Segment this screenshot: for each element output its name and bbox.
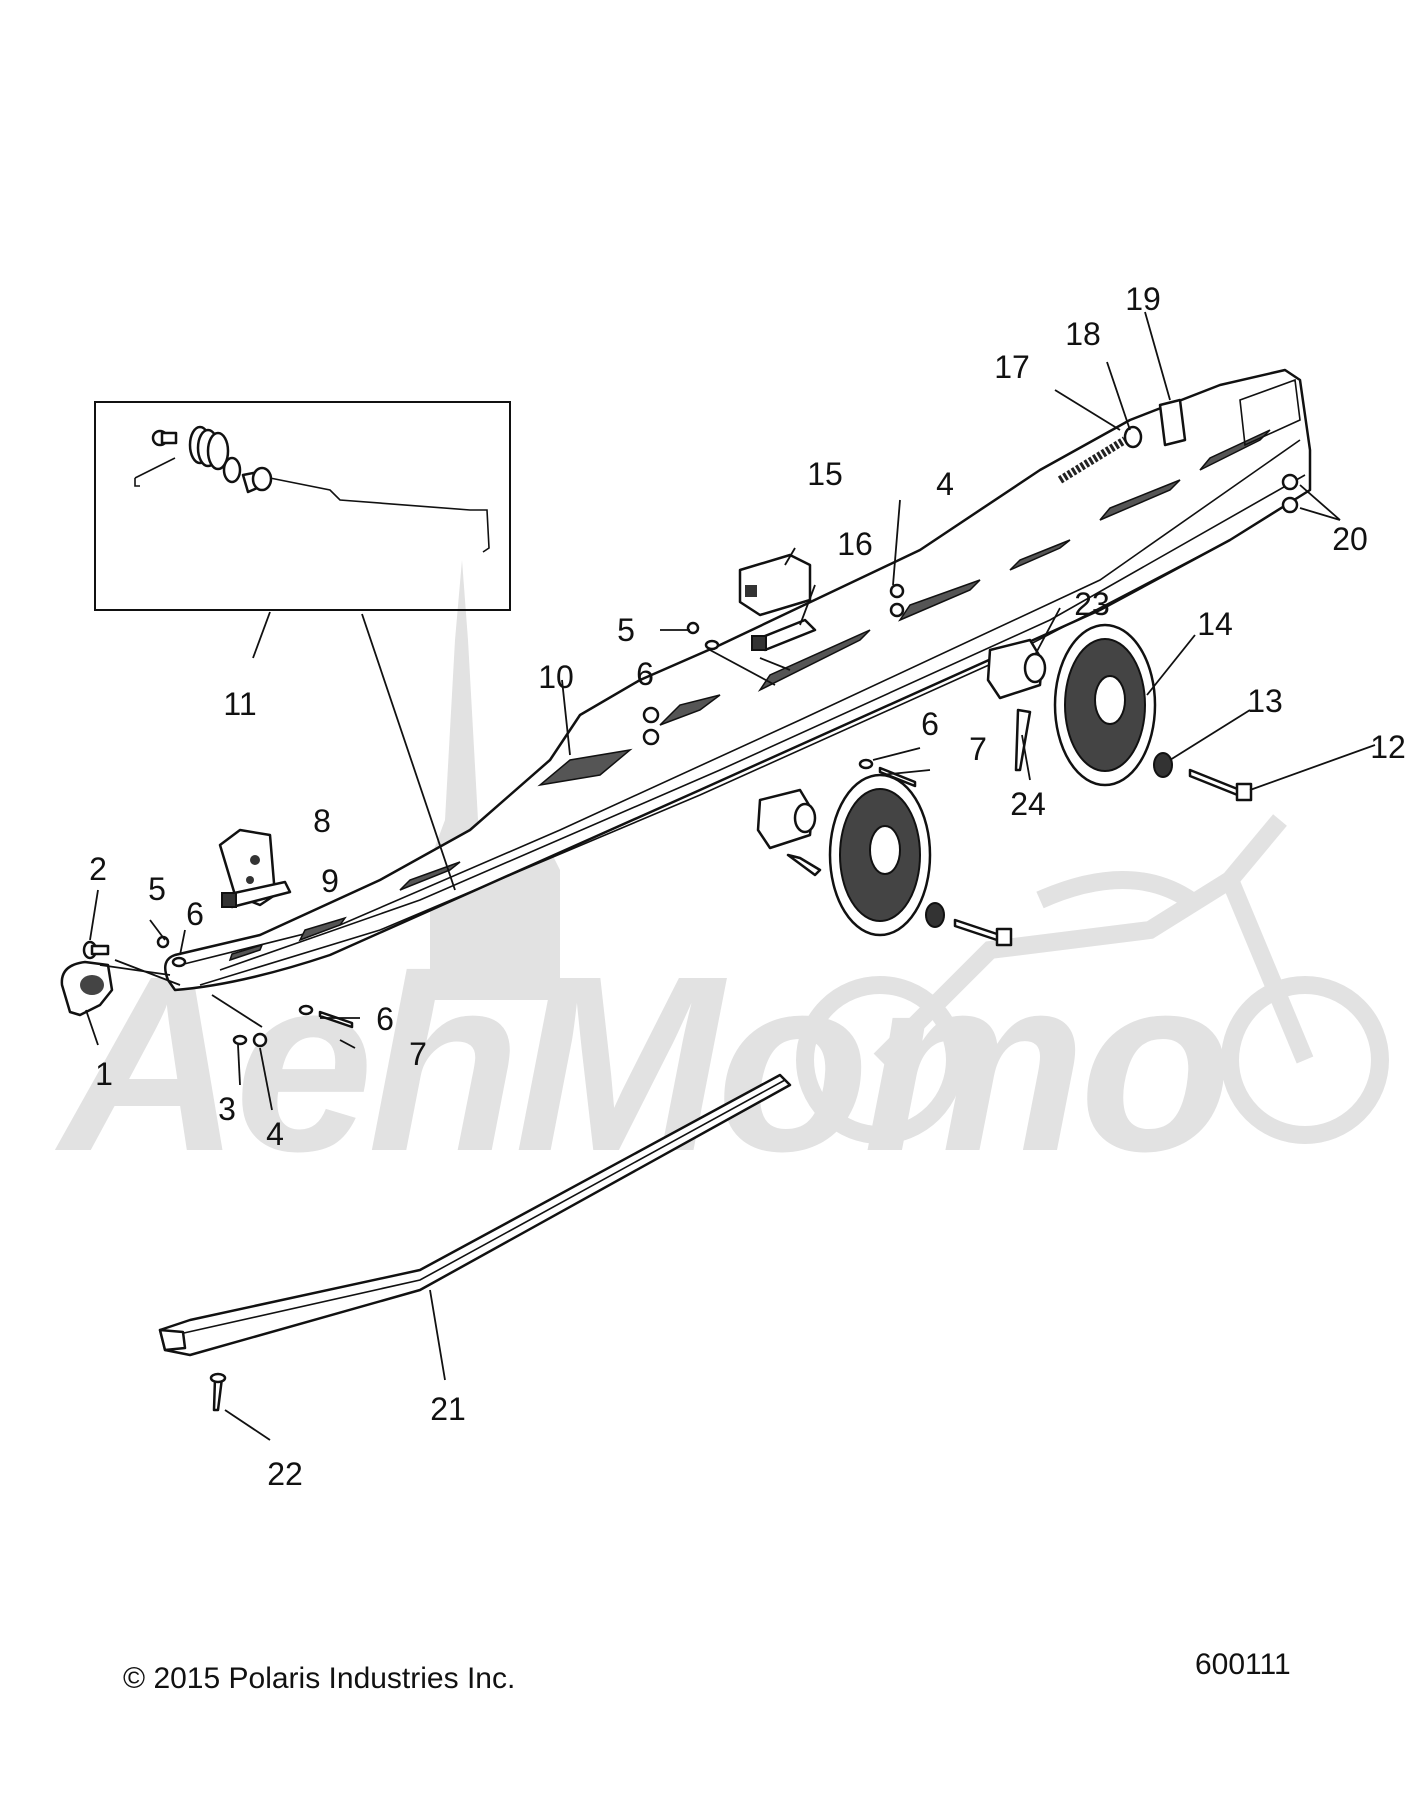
callout-12: 12 xyxy=(1370,729,1406,765)
bolt-2 xyxy=(82,940,110,960)
drawing-number: 600111 xyxy=(1195,1648,1291,1681)
watermark-motorcycle xyxy=(796,814,1389,1144)
callout-3: 3 xyxy=(218,1091,236,1127)
callout-14: 14 xyxy=(1197,606,1233,642)
callout-9: 9 xyxy=(321,863,339,899)
callout-13: 13 xyxy=(1247,683,1283,719)
callout-5-lower: 5 xyxy=(148,871,166,907)
copyright-notice: © 2015 Polaris Industries Inc. xyxy=(123,1662,516,1695)
callout-20: 20 xyxy=(1332,521,1368,557)
callout-11: 11 xyxy=(223,686,256,722)
callouts: 1 2 3 4 4 5 5 6 6 6 6 7 7 8 9 10 11 12 1… xyxy=(89,281,1406,1492)
inset-box xyxy=(94,401,511,611)
wheel-lower xyxy=(828,773,932,937)
spacer-lower xyxy=(756,788,817,850)
callout-24: 24 xyxy=(1010,786,1046,822)
callout-1: 1 xyxy=(95,1056,113,1092)
bracket-19 xyxy=(1158,398,1187,447)
callout-6-lower-left: 6 xyxy=(186,896,204,932)
callout-7-upper: 7 xyxy=(969,731,987,767)
callout-16: 16 xyxy=(837,526,873,562)
callout-15: 15 xyxy=(807,456,843,492)
callout-8: 8 xyxy=(313,803,331,839)
callout-10: 10 xyxy=(538,659,574,695)
callout-7-lower: 7 xyxy=(409,1036,427,1072)
spring-17 xyxy=(1057,436,1128,484)
callout-4-lower: 4 xyxy=(266,1116,284,1152)
callout-19: 19 xyxy=(1125,281,1161,317)
callout-23: 23 xyxy=(1074,586,1110,622)
leader-lines xyxy=(85,311,1376,1441)
callout-22: 22 xyxy=(267,1456,303,1492)
callout-4-upper: 4 xyxy=(936,466,954,502)
rail-assembly xyxy=(163,368,1312,992)
callout-6-upper-right: 6 xyxy=(921,706,939,742)
wear-strip xyxy=(158,1073,792,1357)
wheel-upper xyxy=(1053,623,1157,787)
callout-5-upper: 5 xyxy=(617,612,635,648)
callout-18: 18 xyxy=(1065,316,1101,352)
callout-6-lower-right: 6 xyxy=(376,1001,394,1037)
callout-6-upper-left: 6 xyxy=(636,656,654,692)
callout-21: 21 xyxy=(430,1391,466,1427)
callout-2: 2 xyxy=(89,851,107,887)
spacer-upper xyxy=(986,638,1047,700)
callout-17: 17 xyxy=(994,349,1030,385)
